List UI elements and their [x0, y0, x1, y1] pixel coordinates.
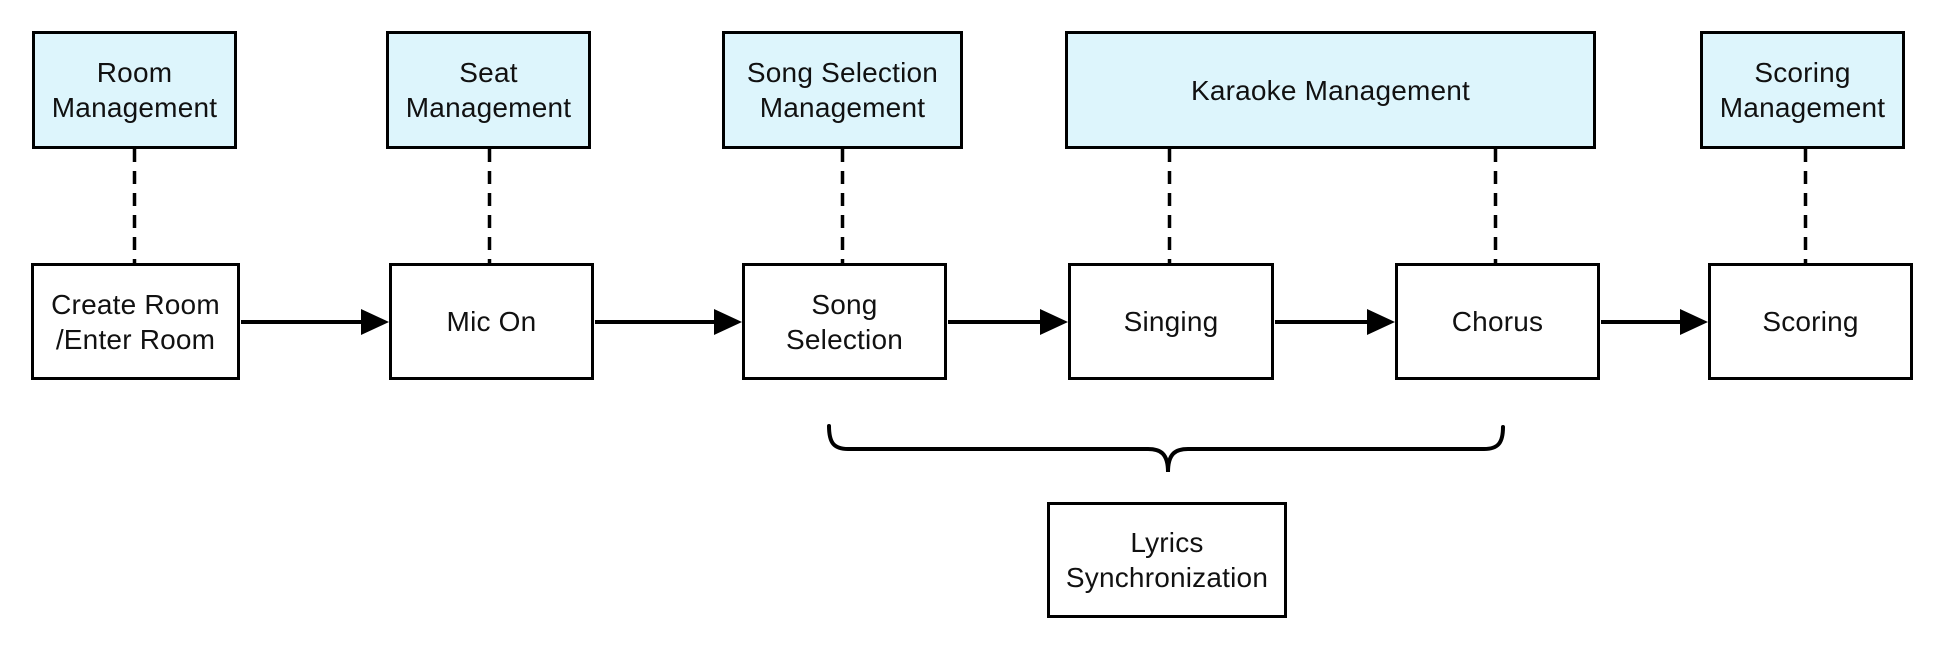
- module-box-karaoke-management: Karaoke Management: [1065, 31, 1596, 149]
- step-label: Scoring: [1762, 306, 1859, 337]
- arrow-songselection-to-singing: [948, 309, 1068, 335]
- step-label: Create Room /Enter Room: [51, 288, 220, 355]
- module-box-scoring-management: Scoring Management: [1700, 31, 1905, 149]
- step-label: Singing: [1123, 306, 1219, 337]
- step-box-singing: Singing: [1068, 263, 1274, 380]
- module-box-room-management: Room Management: [32, 31, 237, 149]
- module-label: Karaoke Management: [1190, 74, 1471, 106]
- step-box-song-selection: Song Selection: [742, 263, 947, 380]
- module-label: Room Management: [51, 57, 218, 123]
- step-label: Mic On: [446, 306, 537, 337]
- module-label: Seat Management: [405, 57, 572, 123]
- module-label: Scoring Management: [1719, 57, 1886, 123]
- step-box-create-enter-room: Create Room /Enter Room: [31, 263, 240, 380]
- arrow-chorus-to-scoring: [1601, 309, 1708, 335]
- step-box-scoring: Scoring: [1708, 263, 1913, 380]
- arrow-singing-to-chorus: [1275, 309, 1395, 335]
- module-box-seat-management: Seat Management: [386, 31, 591, 149]
- step-label: Chorus: [1451, 306, 1544, 337]
- step-label: Song Selection: [786, 288, 903, 355]
- curly-brace: [827, 424, 1505, 473]
- arrow-micon-to-songselection: [595, 309, 742, 335]
- annotation-box-lyrics-synchronization: Lyrics Synchronization: [1047, 502, 1287, 618]
- annotation-label: Lyrics Synchronization: [1065, 527, 1269, 593]
- step-box-chorus: Chorus: [1395, 263, 1600, 380]
- step-box-mic-on: Mic On: [389, 263, 594, 380]
- arrow-create-to-micon: [241, 309, 389, 335]
- module-label: Song Selection Management: [746, 57, 939, 123]
- module-box-song-selection-management: Song Selection Management: [722, 31, 963, 149]
